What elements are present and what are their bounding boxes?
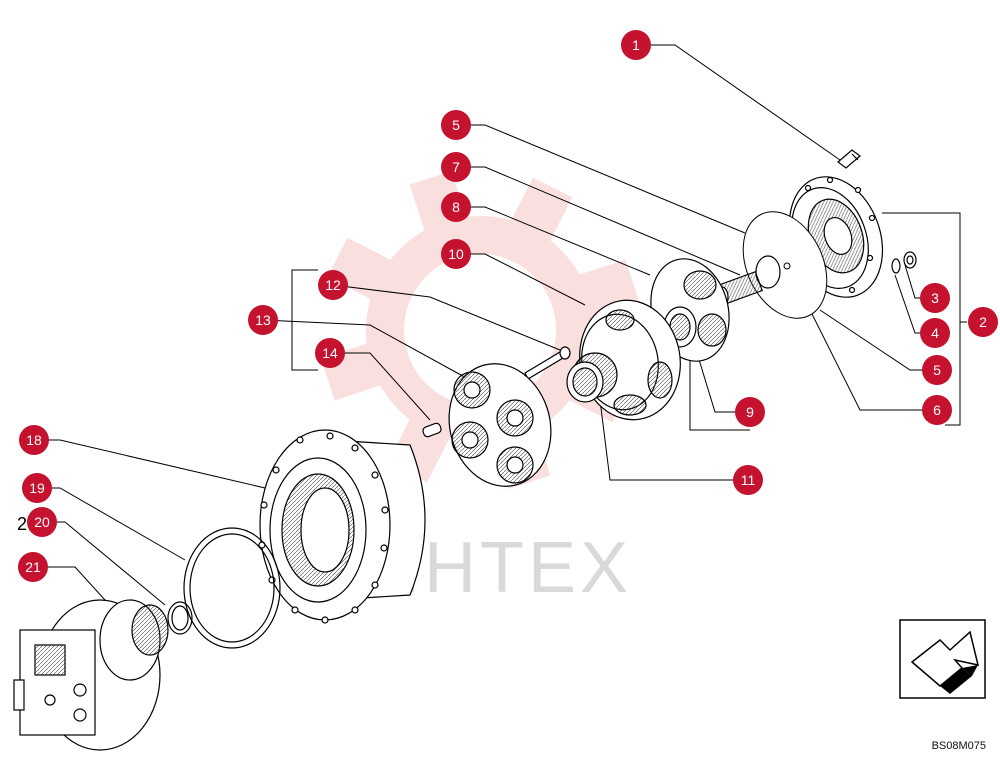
callout-9[interactable]: 9 — [735, 397, 765, 427]
callout-label: 3 — [931, 290, 939, 306]
callout-circle — [248, 305, 278, 335]
callout-label: 4 — [931, 325, 939, 341]
callout-label: 13 — [255, 312, 271, 328]
callout-circle — [733, 465, 763, 495]
callout-5[interactable]: 5 — [441, 110, 471, 140]
callout-circle — [922, 355, 952, 385]
callout-label: 11 — [741, 472, 756, 488]
callout-label: 7 — [452, 159, 460, 175]
callout-circle — [441, 110, 471, 140]
callout-6[interactable]: 6 — [922, 395, 952, 425]
callout-label: 10 — [448, 246, 464, 262]
callout-4[interactable]: 4 — [920, 318, 950, 348]
callout-8[interactable]: 8 — [441, 192, 471, 222]
callout-5[interactable]: 5 — [922, 355, 952, 385]
callout-3[interactable]: 3 — [920, 283, 950, 313]
callout-10[interactable]: 10 — [441, 239, 471, 269]
callout-circle — [920, 318, 950, 348]
callout-circle — [315, 338, 345, 368]
callout-circle — [19, 425, 49, 455]
callout-label: 12 — [325, 277, 341, 293]
callout-label: 14 — [322, 345, 338, 361]
callout-label: 2 — [979, 314, 987, 330]
callout-21[interactable]: 21 — [18, 552, 48, 582]
callout-label: 5 — [452, 117, 460, 133]
callout-circle — [22, 473, 52, 503]
callout-label: 5 — [933, 362, 941, 378]
callout-14[interactable]: 14 — [315, 338, 345, 368]
callout-circle — [18, 552, 48, 582]
o-ring-part — [167, 601, 193, 635]
callout-11[interactable]: 11 — [733, 465, 763, 495]
bolt-part — [837, 149, 861, 169]
callout-circle — [621, 30, 651, 60]
callout-1[interactable]: 1 — [621, 30, 651, 60]
leader-lines — [33, 44, 967, 606]
dowel-part — [422, 422, 442, 438]
callout-circle — [920, 283, 950, 313]
callout-label: 20 — [34, 514, 50, 530]
callout-circle — [735, 397, 765, 427]
seal-ring-part — [183, 527, 281, 649]
callout-label: 9 — [746, 404, 754, 420]
motor-part — [13, 599, 169, 751]
planet-carrier-part — [448, 363, 552, 487]
hub-housing-part — [258, 429, 426, 624]
callout-circle — [318, 270, 348, 300]
reference-id: BS08M075 — [931, 740, 986, 752]
callout-13[interactable]: 13 — [248, 305, 278, 335]
callout-12[interactable]: 12 — [318, 270, 348, 300]
callout-circle — [922, 395, 952, 425]
callout-label: 18 — [26, 432, 42, 448]
nav-arrow-icon[interactable] — [899, 619, 986, 699]
thrust-disk-part — [742, 211, 828, 319]
callout-18[interactable]: 18 — [19, 425, 49, 455]
callout-circle — [441, 239, 471, 269]
sun-gear-part — [566, 352, 618, 403]
callout-label: 21 — [25, 559, 41, 575]
callout-label: 6 — [933, 402, 941, 418]
callout-label: 19 — [29, 480, 45, 496]
callout-label: 1 — [632, 37, 640, 53]
callout-7[interactable]: 7 — [441, 152, 471, 182]
callout-label: 8 — [452, 199, 460, 215]
callout-circle — [27, 507, 57, 537]
callout-20[interactable]: 20 — [27, 507, 57, 537]
partial-label: 2 — [17, 514, 27, 534]
callouts-layer: 1 5 7 8 10 12 13 14 18 19 20 21 3 4 2 5 6 9 11 — [18, 30, 998, 582]
callout-circle — [441, 152, 471, 182]
callout-19[interactable]: 19 — [22, 473, 52, 503]
callout-circle — [968, 307, 998, 337]
callout-2[interactable]: 2 — [968, 307, 998, 337]
callout-circle — [441, 192, 471, 222]
plug-parts — [891, 251, 917, 274]
